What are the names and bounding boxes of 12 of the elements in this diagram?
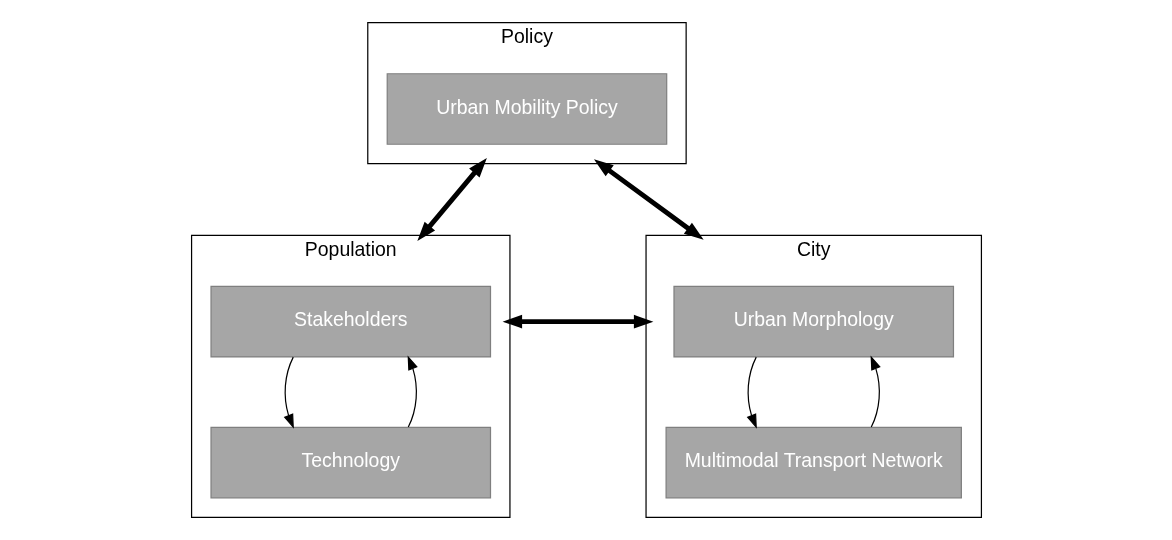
arrow: [593, 159, 704, 240]
arrow: [283, 356, 294, 429]
arrow: [870, 355, 881, 428]
node-box: Urban Mobility Policy: [386, 73, 667, 145]
arrow: [416, 158, 487, 241]
node-box: Stakeholders: [209, 285, 491, 358]
node-box: Technology: [209, 426, 491, 499]
arrow: [746, 356, 757, 429]
node-box: Urban Morphology: [672, 285, 954, 358]
arrow: [502, 314, 653, 329]
arrow: [407, 355, 418, 428]
node-box: Multimodal Transport Network: [665, 426, 962, 499]
